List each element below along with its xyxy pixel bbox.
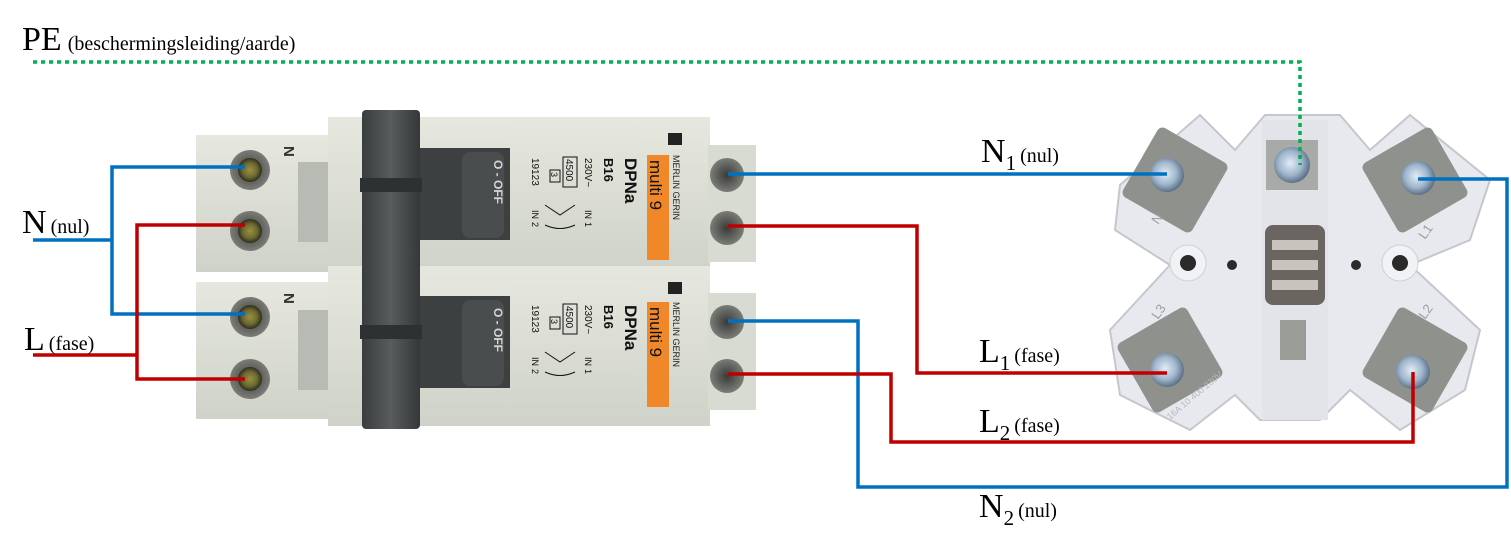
breaker-2-model: DPNa <box>621 305 640 351</box>
breaker-2-lever[interactable] <box>362 256 420 429</box>
breaker-1-terminal-n-out <box>710 158 744 192</box>
wire-n-split <box>110 165 245 316</box>
breaker-2-brand-stripe <box>647 302 669 407</box>
breaker-2-label-plate: multi 9 MERLIN GERIN DPNa B16 230V~ 4500… <box>529 282 682 407</box>
breaker-1-switch-text: O - OFF <box>491 160 505 204</box>
breaker-2-slot <box>298 310 328 390</box>
breaker-1-lever-band <box>360 178 422 192</box>
breaker-1-capacity-box <box>562 156 578 188</box>
breaker-2-class: 3 <box>549 319 559 324</box>
wires <box>33 60 1509 489</box>
breaker-1-rating: B16 <box>601 158 616 182</box>
breaker-1-switch-drum <box>462 152 504 238</box>
breaker-2-schematic-in1: IN1 <box>583 357 593 374</box>
label-l1: L1(fase) <box>979 333 1060 375</box>
breaker-2-terminal-n-label: N <box>280 293 297 304</box>
breaker-1-voltage: 230V~ <box>582 158 593 187</box>
breaker-1-brand: MERLIN GERIN <box>671 155 681 220</box>
block-label-l2: L2 <box>1415 301 1436 321</box>
wire-l2 <box>728 372 1415 444</box>
contact-bar <box>1272 240 1318 250</box>
label-n1: N1(nul) <box>981 133 1059 175</box>
labels: PE(beschermingsleiding/aarde) N(nul) L(f… <box>22 21 1060 530</box>
breaker-1-series: multi 9 <box>646 160 665 210</box>
breaker-2-terminal-n-out <box>710 305 744 339</box>
brand-logo-icon <box>668 133 682 145</box>
breaker-2-brand: MERLIN GERIN <box>671 302 681 367</box>
breaker-1-lever[interactable] <box>362 110 420 285</box>
label-l2: L2(fase) <box>979 403 1060 445</box>
breaker-2-schematic-in2: IN2 <box>530 357 540 374</box>
breaker-1-label-plate: multi 9 MERLIN GERIN DPNa B16 230V~ 4500… <box>529 133 682 260</box>
breaker-2-terminal-l-out <box>710 359 744 393</box>
pin-hole <box>1227 260 1237 270</box>
brand-logo-icon <box>668 282 682 294</box>
block-terminal-pe <box>1274 147 1310 183</box>
breaker-1-capacity: 4500 <box>563 159 574 182</box>
breaker-2-lever-band <box>360 325 422 339</box>
screw-icon <box>238 219 262 243</box>
breaker-1-model: DPNa <box>621 158 640 204</box>
breaker-1-schematic-in2: IN2 <box>530 210 540 227</box>
breaker-1-class-box <box>549 169 561 183</box>
block-terminal-l3 <box>1150 353 1184 387</box>
breaker-2-rating: B16 <box>601 305 616 329</box>
screw-icon <box>238 367 262 391</box>
breaker-2: O - OFF N multi 9 MERLIN GERIN DPNa B16 … <box>196 256 756 429</box>
label-n-in: N(nul) <box>22 204 89 241</box>
breaker-2-schematic-symbol <box>544 351 576 376</box>
breaker-1-slot <box>298 162 328 242</box>
breaker-2-switch-text: O - OFF <box>491 308 505 352</box>
breaker-1-terminal-l-out <box>710 211 744 245</box>
contact-bar <box>1272 280 1318 290</box>
label-n2: N2(nul) <box>979 488 1057 530</box>
breaker-1-class: 3 <box>549 172 559 177</box>
label-pe: PE(beschermingsleiding/aarde) <box>22 21 295 58</box>
block-bottom-slot <box>1280 320 1306 360</box>
breaker-assembly: O - OFF N multi 9 MERLIN GERIN DPNa B16 … <box>196 110 756 429</box>
breaker-1-code: 19123 <box>529 158 540 186</box>
breaker-1: O - OFF N multi 9 MERLIN GERIN DPNa B16 … <box>196 110 756 285</box>
mounting-hole-icon <box>1180 255 1196 271</box>
block-label-l1: L1 <box>1415 221 1436 241</box>
screw-icon <box>238 158 262 182</box>
mounting-hole-icon <box>1392 255 1408 271</box>
breaker-2-capacity: 4500 <box>563 306 574 329</box>
wire-l1 <box>728 224 1167 375</box>
breaker-2-capacity-box <box>562 303 578 335</box>
breaker-1-schematic-in1: IN1 <box>583 210 593 227</box>
screw-icon <box>238 305 262 329</box>
pin-hole <box>1351 260 1361 270</box>
breaker-1-schematic-symbol <box>544 204 576 229</box>
block-label-l3: L3 <box>1148 301 1169 321</box>
wire-l-split <box>135 223 245 381</box>
breaker-2-series: multi 9 <box>646 307 665 357</box>
breaker-2-switch-drum <box>462 300 504 386</box>
breaker-2-class-box <box>549 316 561 330</box>
wire-pe <box>33 60 1302 165</box>
breaker-1-brand-stripe <box>647 155 669 260</box>
breaker-1-terminal-n-label: N <box>280 146 297 157</box>
breaker-2-voltage: 230V~ <box>582 305 593 334</box>
label-l-in: L(fase) <box>24 321 94 358</box>
wire-n2 <box>728 177 1509 489</box>
breaker-2-code: 19123 <box>529 305 540 333</box>
distribution-block: N L1 L2 L3 16A 10 400 230V <box>1108 113 1492 432</box>
contact-bar <box>1272 260 1318 270</box>
